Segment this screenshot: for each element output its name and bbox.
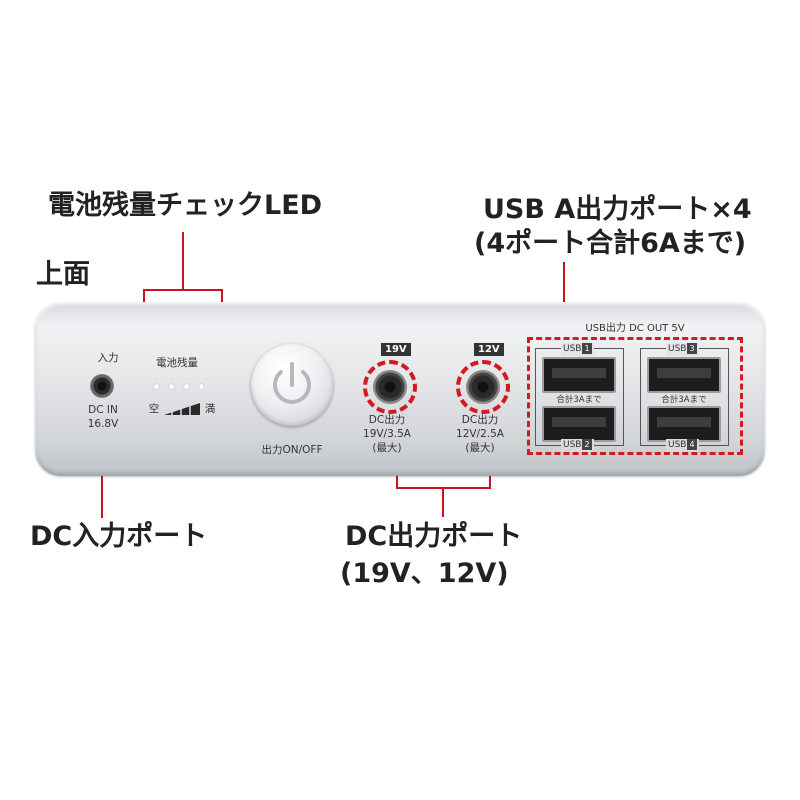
- dc-out-12v-label: DC出力: [461, 414, 499, 426]
- battery-leader-vertical: [182, 232, 184, 290]
- battery-led-4: [199, 384, 204, 389]
- dc-output-callout-line1: DC出力ポート: [345, 521, 523, 552]
- battery-leader-horizontal: [143, 289, 223, 291]
- battery-led-3: [184, 384, 189, 389]
- dc-in-jack[interactable]: [90, 374, 114, 398]
- usb-port-3[interactable]: [647, 357, 721, 393]
- usb-ports-highlight: [527, 337, 743, 455]
- usb-port-1-word: USB: [563, 344, 582, 354]
- dc-out-19v-rating: 19V/3.5A: [363, 428, 411, 440]
- battery-full-label: 満: [204, 403, 216, 415]
- battery-led-2: [169, 384, 174, 389]
- dc-out-12v-rating: 12V/2.5A: [456, 428, 504, 440]
- dc-input-callout: DC入力ポート: [30, 521, 208, 552]
- battery-led-1: [154, 384, 159, 389]
- dc-out-19v-jack[interactable]: [373, 370, 407, 404]
- dc-out-12v-jack[interactable]: [466, 370, 500, 404]
- dc-out-12v-highlight: [456, 360, 510, 414]
- dc-out-19v-max: (最大): [372, 442, 402, 454]
- usb-ports-callout-line2: (4ポート合計6Aまで): [474, 228, 747, 259]
- usb-port-2[interactable]: [542, 406, 616, 442]
- dc-out-19v-label: DC出力: [368, 414, 406, 426]
- dc-out-19v-highlight: [363, 360, 417, 414]
- power-button[interactable]: [251, 344, 333, 426]
- power-icon: [273, 362, 311, 404]
- usb-port-3-word: USB: [668, 344, 687, 354]
- usb-port-2-number: 2: [582, 439, 592, 450]
- usb-port-4[interactable]: [647, 406, 721, 442]
- dc-in-top-label: 入力: [97, 352, 119, 364]
- usb-port-2-word: USB: [563, 440, 582, 450]
- power-button-label: 出力ON/OFF: [261, 444, 323, 456]
- usb-port-4-word: USB: [668, 440, 687, 450]
- usb-leader: [563, 262, 565, 338]
- battery-level-label: 電池残量: [156, 357, 198, 369]
- usb-port-1[interactable]: [542, 357, 616, 393]
- dc-output-callout-line2: (19V、12V): [340, 558, 509, 589]
- power-bank-body: 入力 DC IN 16.8V 電池残量 空 満 出力ON/OFF 19V DC出…: [35, 302, 765, 476]
- dc-out-12v-max: (最大): [465, 442, 495, 454]
- top-side-label: 上面: [36, 259, 90, 290]
- usb-port-1-number: 1: [582, 343, 592, 354]
- dc-in-label: DC IN: [88, 404, 118, 416]
- usb-left-combined-label: 合計3Aまで: [556, 395, 602, 405]
- usb-port-4-number: 4: [687, 439, 697, 450]
- dc-in-voltage-label: 16.8V: [87, 418, 119, 430]
- dc-out-12v-badge: 12V: [474, 343, 504, 356]
- dc-out-19v-badge: 19V: [381, 343, 411, 356]
- usb-right-combined-label: 合計3Aまで: [661, 395, 707, 405]
- usb-port-3-number: 3: [687, 343, 697, 354]
- battery-led-callout: 電池残量チェックLED: [48, 190, 323, 221]
- battery-empty-label: 空: [148, 403, 160, 415]
- usb-ports-callout-line1: USB A出力ポート×4: [483, 194, 752, 225]
- usb-output-header: USB出力 DC OUT 5V: [585, 323, 685, 334]
- battery-level-wedge-icon: [164, 403, 200, 415]
- dc-output-leader-down: [442, 487, 444, 517]
